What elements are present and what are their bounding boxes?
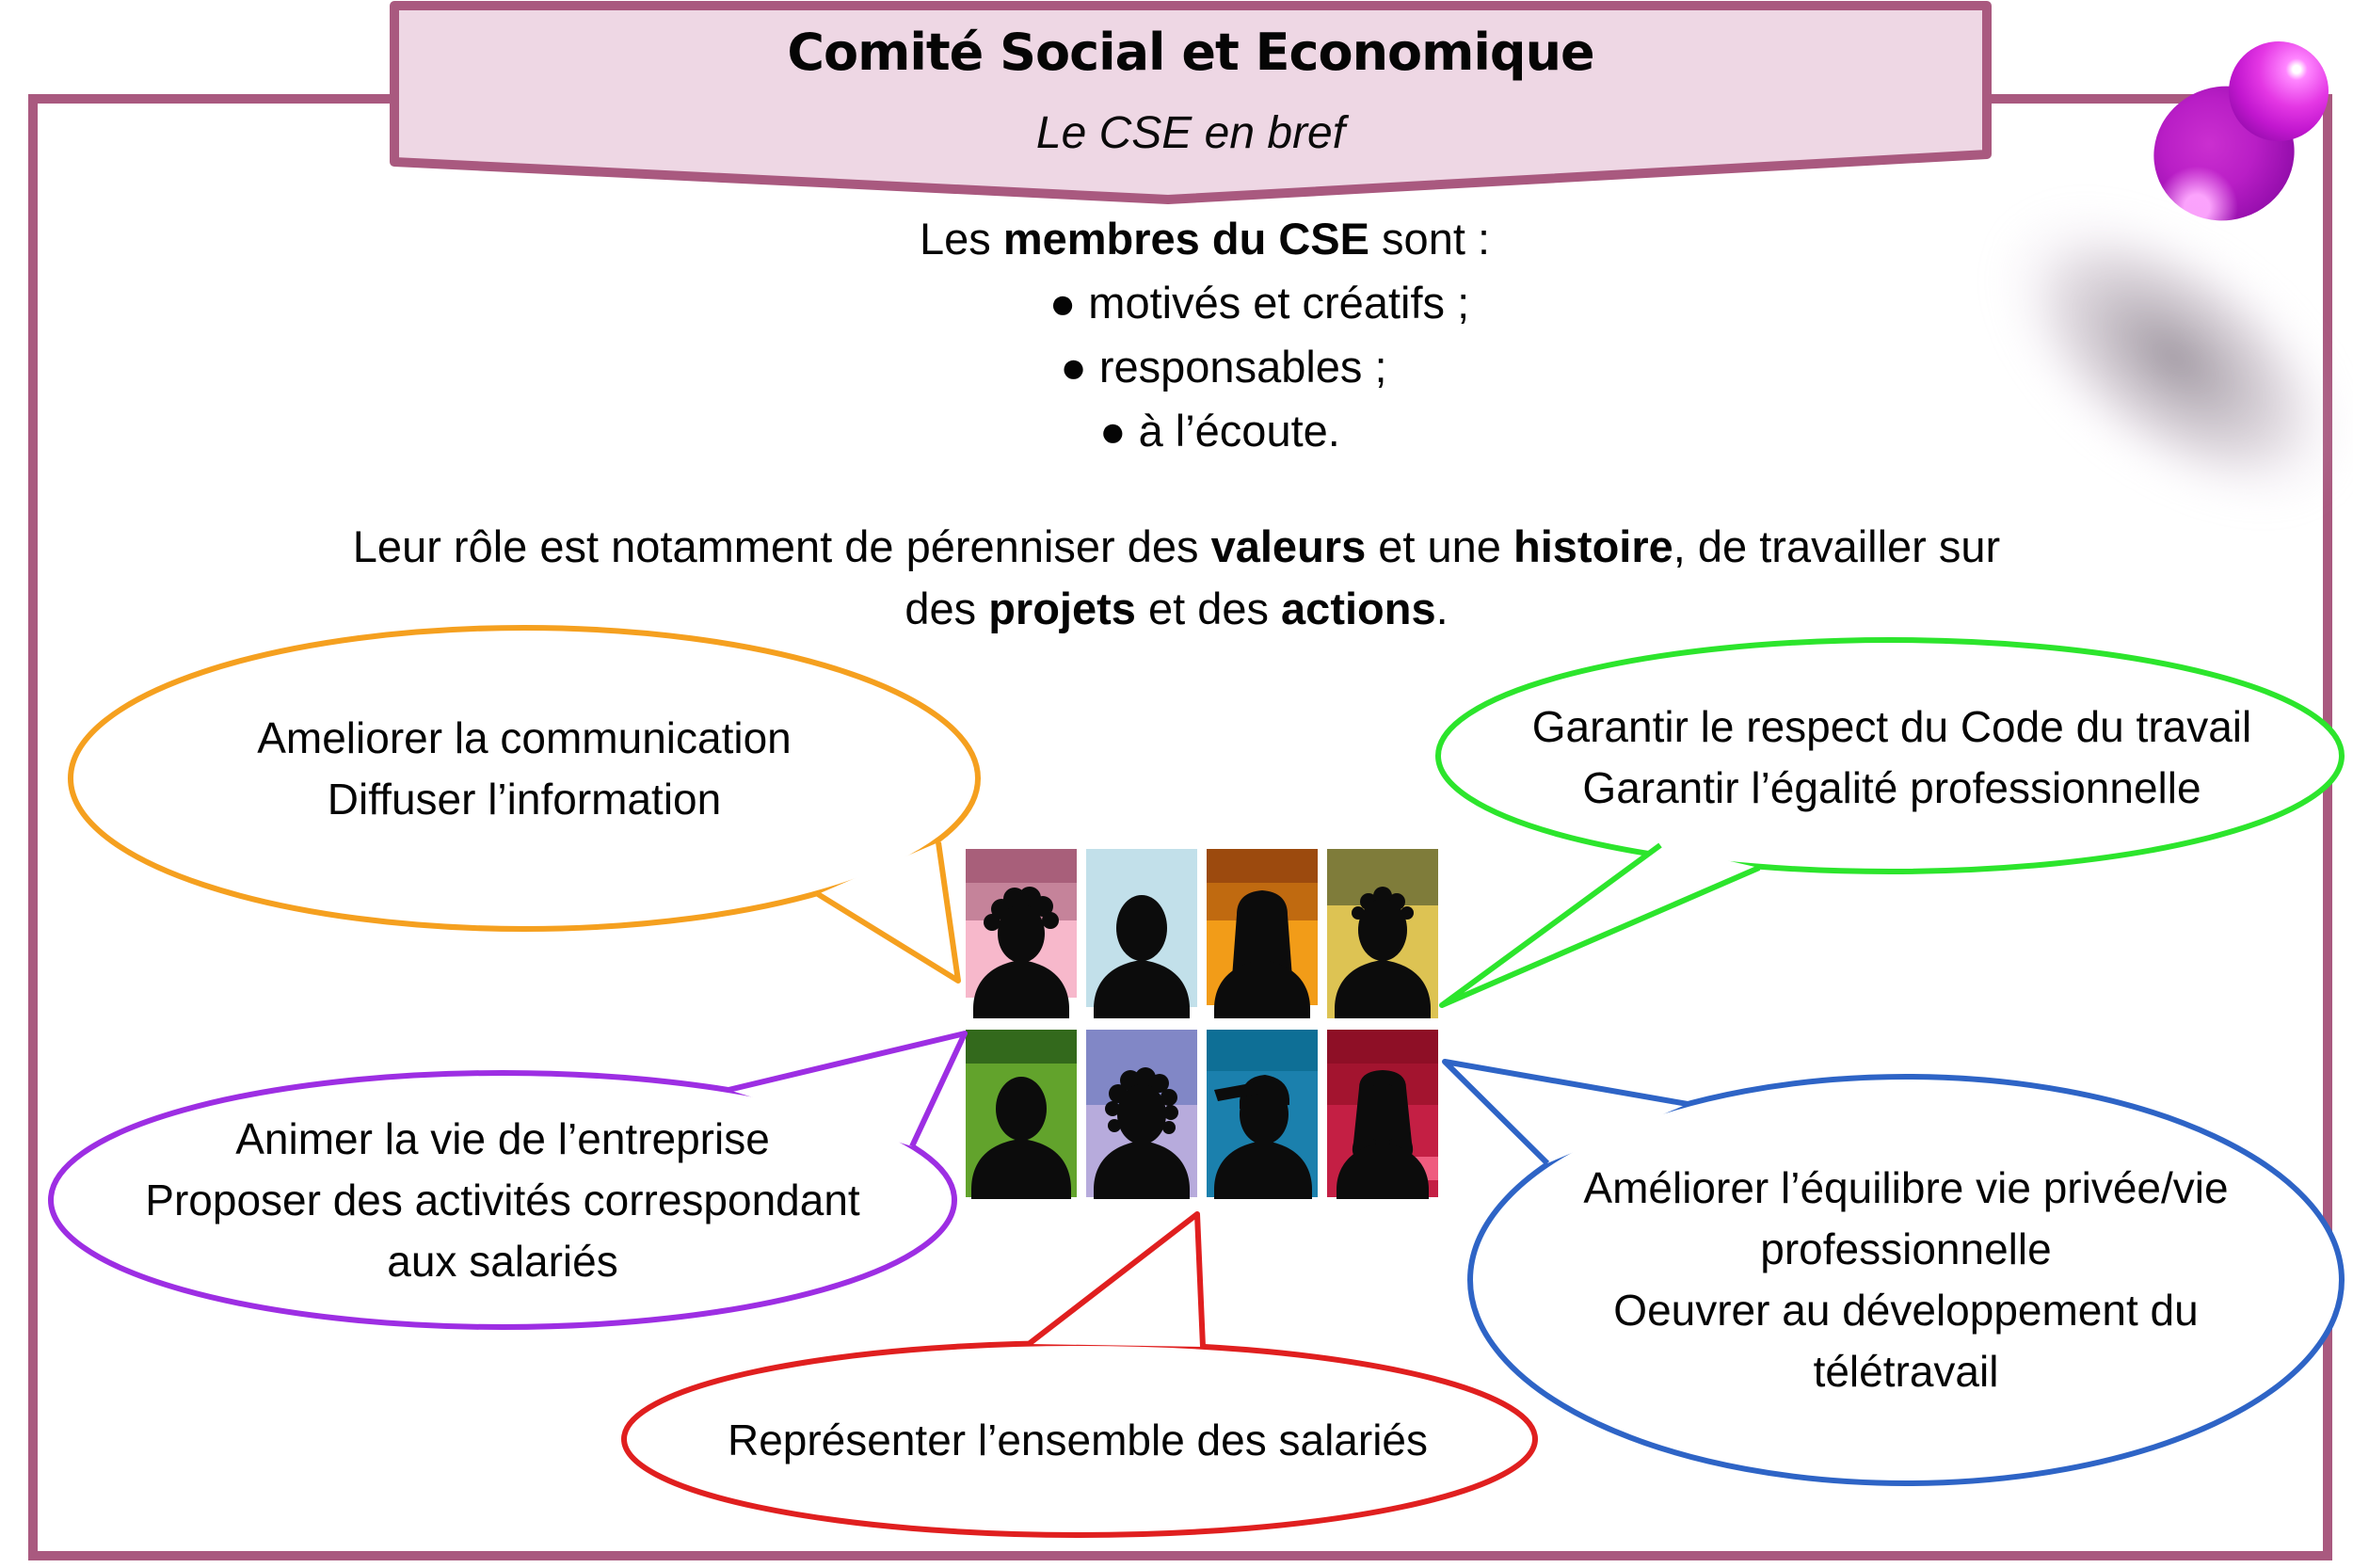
bubble-line: professionnelle (1760, 1224, 2052, 1273)
speech-bubble-red-text: Représenter l’ensemble des salariés (640, 1346, 1515, 1534)
team-photo-tile-orange (1207, 849, 1318, 1018)
banner-shape (390, 1, 1992, 204)
bubble-line: Représenter l’ensemble des salariés (727, 1415, 1429, 1464)
speech-bubble-blue-text: Améliorer l’équilibre vie privée/vie pro… (1478, 1111, 2334, 1449)
bubble-line: Ameliorer la communication (257, 713, 792, 762)
speech-bubble-orange-text: Ameliorer la communication Diffuser l’in… (75, 632, 973, 905)
person-silhouette (1094, 895, 1190, 1018)
speech-bubble-orange-shape (68, 625, 981, 984)
person-silhouette (971, 1077, 1071, 1199)
speech-bubble-blue-shape (1442, 1059, 2345, 1486)
page-subtitle: Le CSE en bref (1035, 108, 1346, 158)
team-photo-tile-crimson (1327, 1030, 1438, 1199)
bubble-line: Animer la vie de l’entreprise (235, 1113, 770, 1163)
bubble-line: Oeuvrer au développement du (1613, 1286, 2199, 1335)
person-silhouette (1214, 890, 1310, 1018)
intro-bullet: ● responsables ; (1060, 342, 1387, 392)
pushpin-head (2229, 41, 2329, 141)
person-silhouette (1337, 1070, 1429, 1199)
person-silhouette (1094, 1067, 1190, 1199)
team-photo (966, 849, 1438, 1199)
bubble-line: Diffuser l’information (327, 775, 722, 824)
speech-bubble-purple-shape (48, 1031, 968, 1330)
bubble-line: télétravail (1813, 1347, 1999, 1396)
person-silhouette (973, 887, 1069, 1018)
role-paragraph: Leur rôle est notamment de pérenniser de… (352, 521, 2001, 633)
team-photo-tile-teal (1207, 1030, 1318, 1199)
speech-bubble-purple-text: Animer la vie de l’entreprise Proposer d… (60, 1082, 945, 1318)
bubble-line: Garantir l’égalité professionnelle (1582, 763, 2201, 812)
person-silhouette (1335, 887, 1431, 1018)
page-title: Comité Social et Economique (787, 23, 1594, 82)
team-photo-tile-green (966, 1030, 1077, 1199)
bubble-line: Proposer des activités correspondant (145, 1175, 860, 1224)
intro-bullet: ● à l’écoute. (1099, 406, 1340, 456)
speech-bubble-red-shape (621, 1211, 1538, 1538)
bubble-line: Améliorer l’équilibre vie privée/vie (1583, 1163, 2229, 1212)
intro-bullet: ● motivés et créatifs ; (1048, 278, 1470, 328)
team-photo-tile-pink (966, 849, 1077, 1018)
title-banner (390, 1, 1992, 204)
team-photo-tile-lightblue (1086, 849, 1197, 1018)
team-photo-tile-olive (1327, 849, 1438, 1018)
team-photo-tile-periwinkle (1086, 1030, 1197, 1199)
bubble-line: Garantir le respect du Code du travail (1531, 702, 2252, 751)
speech-bubble-green-shape (1435, 637, 2345, 1008)
intro-block: Les membres du CSE sont : ● motivés et c… (0, 207, 2353, 463)
intro-heading: Les membres du CSE sont : (919, 214, 1491, 264)
person-silhouette (1214, 1075, 1312, 1199)
speech-bubble-green-text: Garantir le respect du Code du travail G… (1440, 649, 2344, 866)
bubble-line: aux salariés (387, 1236, 618, 1286)
